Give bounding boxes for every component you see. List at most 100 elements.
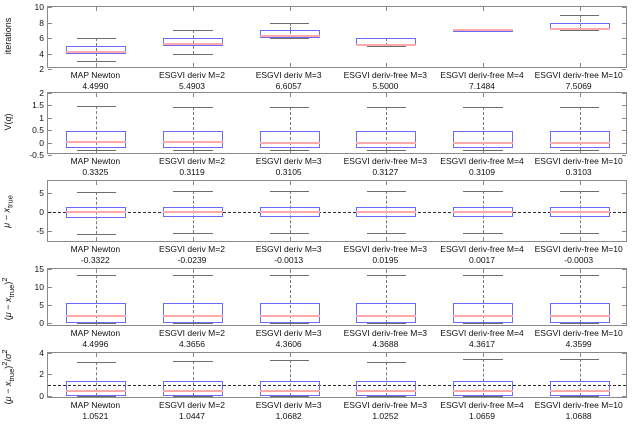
x-tick-mark [483,353,484,357]
x-tick-mark [289,237,291,241]
x-tick-mark [96,181,98,185]
whisker-cap [366,395,407,397]
x-tick-mark [483,93,484,97]
median-line [453,141,513,144]
y-tick-mark [48,287,52,289]
median-line [453,29,513,32]
whisker-cap [463,358,503,360]
x-tick-mark [386,269,388,273]
y-tick-mark [48,395,52,397]
category-mean-value-4: 0.0017 [469,255,495,265]
x-tick-mark [579,63,581,67]
y-tick-mark [622,231,626,233]
median-line [163,389,223,392]
median-line [66,211,127,214]
y-tick-mark [622,117,626,119]
category-label-0: MAP Newton [70,400,121,410]
whisker-cap [173,150,213,152]
median-line [453,211,513,213]
y-tick-mark [622,53,626,55]
category-mean-value-0: 0.3325 [82,167,109,177]
category-mean-value-5: 1.0688 [565,411,592,421]
box [453,381,513,396]
whisker-cap [463,232,503,234]
y-tick-label: 2 [39,87,44,98]
category-mean-value-0: 4.4990 [82,81,109,91]
whisker-cap [76,191,117,193]
box [66,130,127,148]
x-tick-mark [386,7,388,11]
x-tick-mark [289,353,291,357]
median-line [259,389,320,392]
category-label-0: MAP Newton [70,328,121,338]
whisker-cap [269,395,310,397]
whisker-line [483,358,484,396]
y-tick-mark [622,22,626,24]
x-tick-mark [579,181,581,185]
y-tick-mark [48,105,52,107]
whisker-line [289,106,291,151]
whisker-cap [463,191,503,193]
whisker-cap [463,150,503,152]
whisker-cap [463,395,503,397]
median-line [549,211,610,213]
x-tick-mark [96,7,98,11]
whisker-cap [76,150,117,152]
whisker-cap [76,274,117,276]
y-tick-label: 10 [34,1,44,12]
whisker-cap [559,232,600,234]
y-tick-label: 4 [39,347,44,358]
category-label-4: ESGVI deriv-free M=4 [440,244,524,254]
x-tick-mark [193,93,194,97]
category-label-1: ESGVI deriv M=2 [159,328,225,338]
whisker-cap [559,358,600,360]
y-tick-mark [622,192,626,194]
category-label-0: MAP Newton [70,244,121,254]
y-tick-mark [48,269,52,270]
y-tick-label: 2 [39,369,44,380]
category-mean-value-5: 4.3599 [565,339,592,349]
whisker-cap [269,359,310,361]
y-tick-mark [48,38,52,39]
y-tick-mark [622,69,626,70]
whisker-cap [76,395,117,397]
median-line [259,211,320,213]
category-label-2: ESGVI deriv M=3 [255,244,322,254]
x-tick-mark [386,181,388,185]
category-mean-value-0: 4.4996 [82,339,109,349]
whisker-cap [463,106,503,108]
whisker-line [193,274,194,324]
x-tick-mark [289,93,291,97]
y-tick-label: 6 [39,32,44,43]
x-tick-mark [193,7,194,11]
y-tick-mark [622,305,626,307]
median-line [549,141,610,144]
x-tick-mark [289,7,291,11]
whisker-line [289,274,291,324]
x-tick-mark [386,63,388,67]
whisker-cap [173,274,213,276]
y-tick-label: 4 [39,48,44,59]
whisker-cap [76,323,117,325]
y-tick-mark [48,305,52,307]
x-tick-mark [96,237,98,241]
median-line [549,27,610,30]
whisker-cap [76,38,117,39]
box [163,381,223,396]
median-line [66,389,127,392]
x-tick-mark [193,353,194,357]
median-line [356,389,417,392]
y-tick-label: 8 [39,17,44,28]
y-tick-label: -5 [36,226,44,237]
whisker-line [96,274,98,324]
y-tick-mark [622,287,626,289]
y-tick-mark [622,38,626,39]
whisker-cap [173,30,213,32]
y-tick-mark [622,353,626,354]
x-tick-mark [289,181,291,185]
category-label-4: ESGVI deriv-free M=4 [440,70,524,80]
